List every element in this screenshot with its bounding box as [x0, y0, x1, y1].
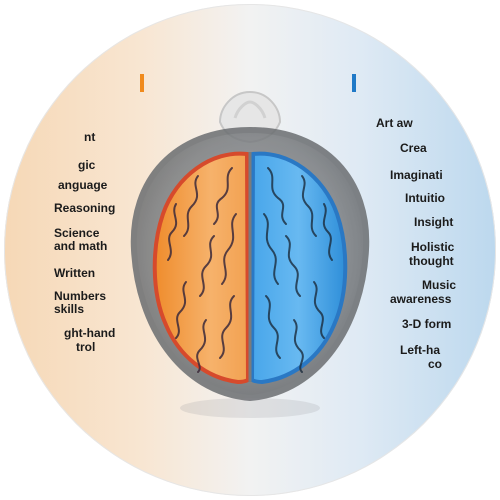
right-label-5: Insight: [414, 215, 454, 229]
right-accent-tick: [352, 74, 356, 92]
left-label-2: gic: [78, 158, 96, 172]
nose-highlight: [233, 100, 267, 119]
right-label-2: Crea: [400, 141, 427, 155]
left-label-8: Numbers: [54, 289, 107, 303]
right-label-4: Intuitio: [405, 191, 445, 205]
right-label-1: Art aw: [376, 116, 413, 130]
right-label-11: Left-ha: [400, 343, 440, 357]
left-label-10: ght-hand: [64, 326, 116, 340]
left-accent-tick: [140, 74, 144, 92]
left-label-7: Written: [54, 266, 96, 280]
left-label-6: and math: [54, 239, 108, 253]
left-label-5: Science: [54, 226, 100, 240]
left-label-4: Reasoning: [54, 201, 116, 215]
right-label-7: thought: [409, 254, 454, 268]
left-sulci: [167, 167, 237, 373]
right-label-9: awareness: [390, 292, 452, 306]
right-sulci: [263, 167, 333, 373]
right-label-6: Holistic: [411, 240, 455, 254]
left-label-11: trol: [76, 340, 96, 354]
head-shadow: [180, 398, 320, 418]
round-mousepad-surface: nt gic anguage Reasoning Science and mat…: [4, 4, 496, 496]
left-label-3: anguage: [58, 178, 108, 192]
right-label-8: Music: [422, 278, 457, 292]
right-label-3: Imaginati: [390, 168, 443, 182]
right-label-10: 3-D form: [402, 317, 452, 331]
left-label-9: skills: [54, 302, 85, 316]
right-label-12: co: [428, 357, 443, 371]
left-label-1: nt: [84, 130, 96, 144]
